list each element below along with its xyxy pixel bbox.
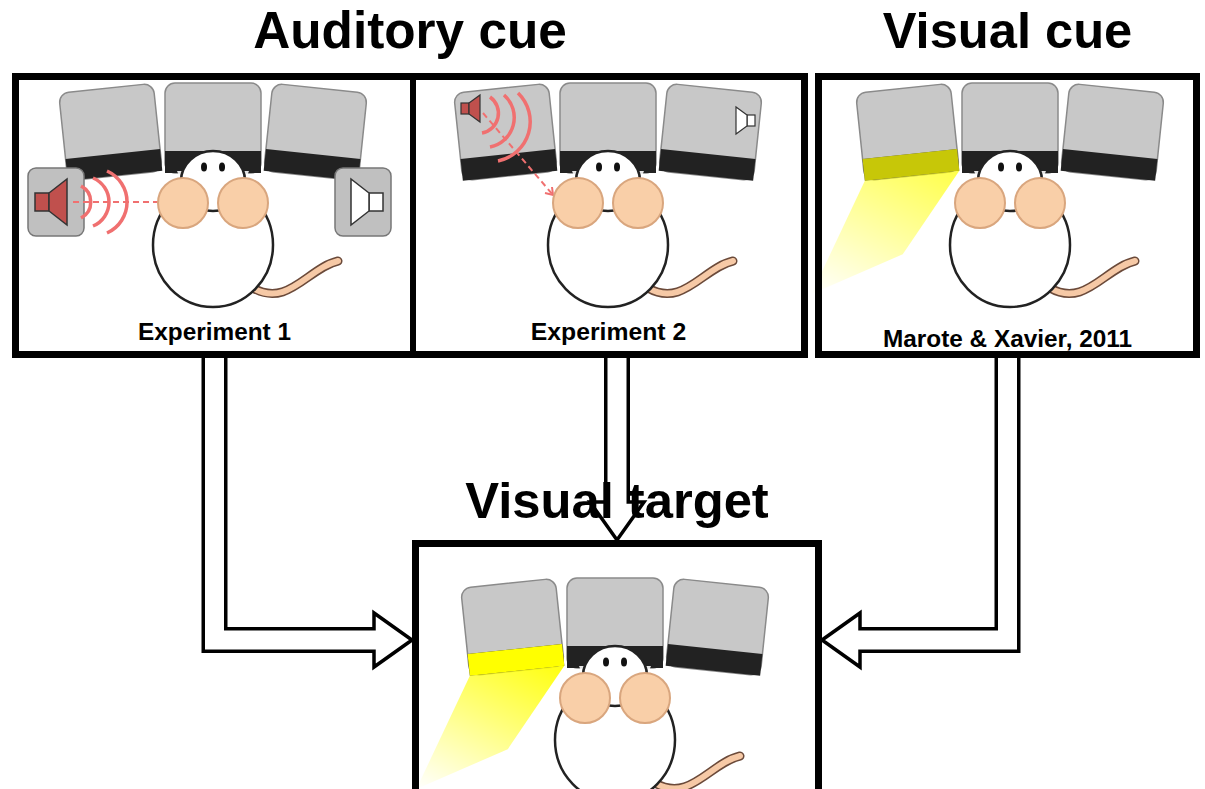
sound-waves [482, 93, 553, 195]
speaker-left [461, 103, 469, 114]
target-panel: Visual target [412, 470, 822, 789]
speaker-right [351, 179, 369, 225]
panel-group: Experiment 1Experiment 2 Auditory cue [12, 0, 808, 358]
hollow-arrow [822, 358, 1008, 667]
speaker-right [335, 168, 391, 236]
panel-frame [412, 540, 822, 789]
visual-cue-rig [798, 83, 1164, 307]
speaker-right [335, 168, 391, 236]
speaker-right [736, 107, 755, 134]
visual-target-rig [555, 646, 740, 789]
experiment-1-rig [28, 83, 391, 307]
speaker-left [461, 95, 480, 122]
arrow-head [374, 613, 412, 667]
experiment-panel: Experiment 2 [410, 80, 801, 351]
sound-waves [483, 113, 553, 195]
experiment-2-rig [548, 151, 733, 307]
arrow-fill [215, 351, 378, 640]
speaker-left [49, 179, 67, 225]
sound-waves [490, 95, 514, 147]
panel-frame: Experiment 1Experiment 2 [12, 73, 808, 358]
visual-cue-rig [798, 149, 971, 294]
arrow-fill [857, 358, 1008, 640]
sound-waves [73, 201, 167, 203]
panel-heading: Visual cue [815, 0, 1200, 62]
hollow-arrow [215, 351, 413, 667]
speaker-right [736, 107, 747, 134]
panel-label: Marote & Xavier, 2011 [815, 324, 1200, 354]
sound-waves [73, 171, 169, 233]
sound-waves [498, 93, 530, 161]
visual-target-rig [403, 578, 769, 789]
visual-cue-rig [950, 151, 1135, 307]
speaker-left [469, 95, 480, 122]
speaker-right [369, 193, 383, 211]
experiment-panel: Experiment 1 [19, 80, 410, 351]
experiment-1-rig [153, 151, 338, 307]
sound-waves [545, 187, 553, 195]
arrow-outline [215, 351, 375, 640]
panel-label: Experiment 2 [416, 317, 801, 347]
panel-label: Experiment 1 [19, 317, 410, 347]
arrow-head [822, 613, 860, 667]
panel-frame [815, 73, 1200, 358]
speaker-right [747, 115, 755, 126]
experiment-2-rig [454, 83, 763, 307]
panel-heading: Visual target [412, 470, 822, 532]
panel-heading: Auditory cue [12, 0, 808, 62]
visual-target-rig [403, 644, 576, 789]
arrow-outline [860, 358, 1008, 640]
speaker-left [35, 193, 49, 211]
cue-panel: Visual cueMarote & Xavier, 2011 [815, 0, 1200, 358]
